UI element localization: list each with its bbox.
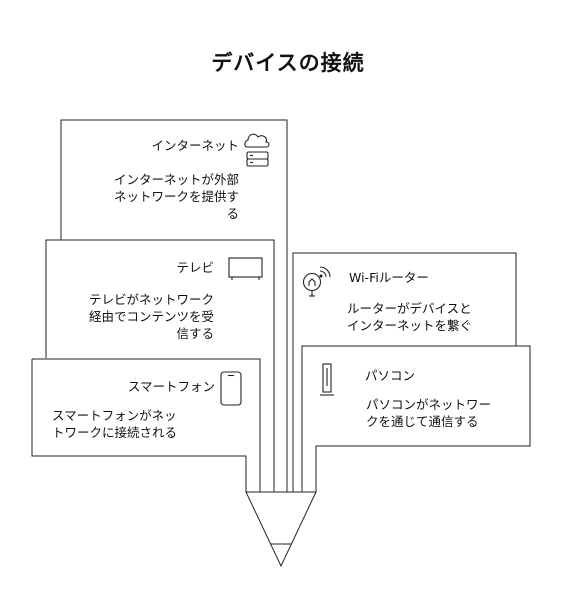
- smartphone-icon: [220, 371, 242, 406]
- router-label: Wi-Fiルーター: [349, 270, 429, 285]
- smartphone-description: スマートフォンがネッ トワークに接続される: [52, 408, 178, 440]
- tv-label: テレビ: [176, 260, 214, 275]
- internet-card: [60, 119, 288, 492]
- smartphone-card: [31, 358, 261, 492]
- cloud-server-icon: [244, 133, 270, 167]
- tv-card: [45, 239, 275, 492]
- page-title: デバイスの接続: [211, 51, 365, 75]
- pc-label: パソコン: [365, 368, 416, 383]
- internet-description: インターネットが外部 ネットワークを提供す る: [113, 172, 239, 221]
- pencil-tip: [245, 491, 317, 568]
- tv-description: テレビがネットワーク 経由でコンテンツを受 信する: [88, 292, 214, 341]
- router-description: ルーターがデバイスと インターネットを繋ぐ: [347, 301, 473, 333]
- pc-card: [301, 345, 531, 492]
- wifi-router-icon: [302, 266, 331, 297]
- tv-icon: [228, 257, 263, 280]
- router-card: [292, 252, 517, 492]
- internet-label: インターネット: [151, 138, 239, 153]
- smartphone-label: スマートフォン: [127, 379, 215, 394]
- desktop-tower-icon: [320, 363, 334, 396]
- pc-description: パソコンがネットワー クを通じて通信する: [366, 397, 492, 429]
